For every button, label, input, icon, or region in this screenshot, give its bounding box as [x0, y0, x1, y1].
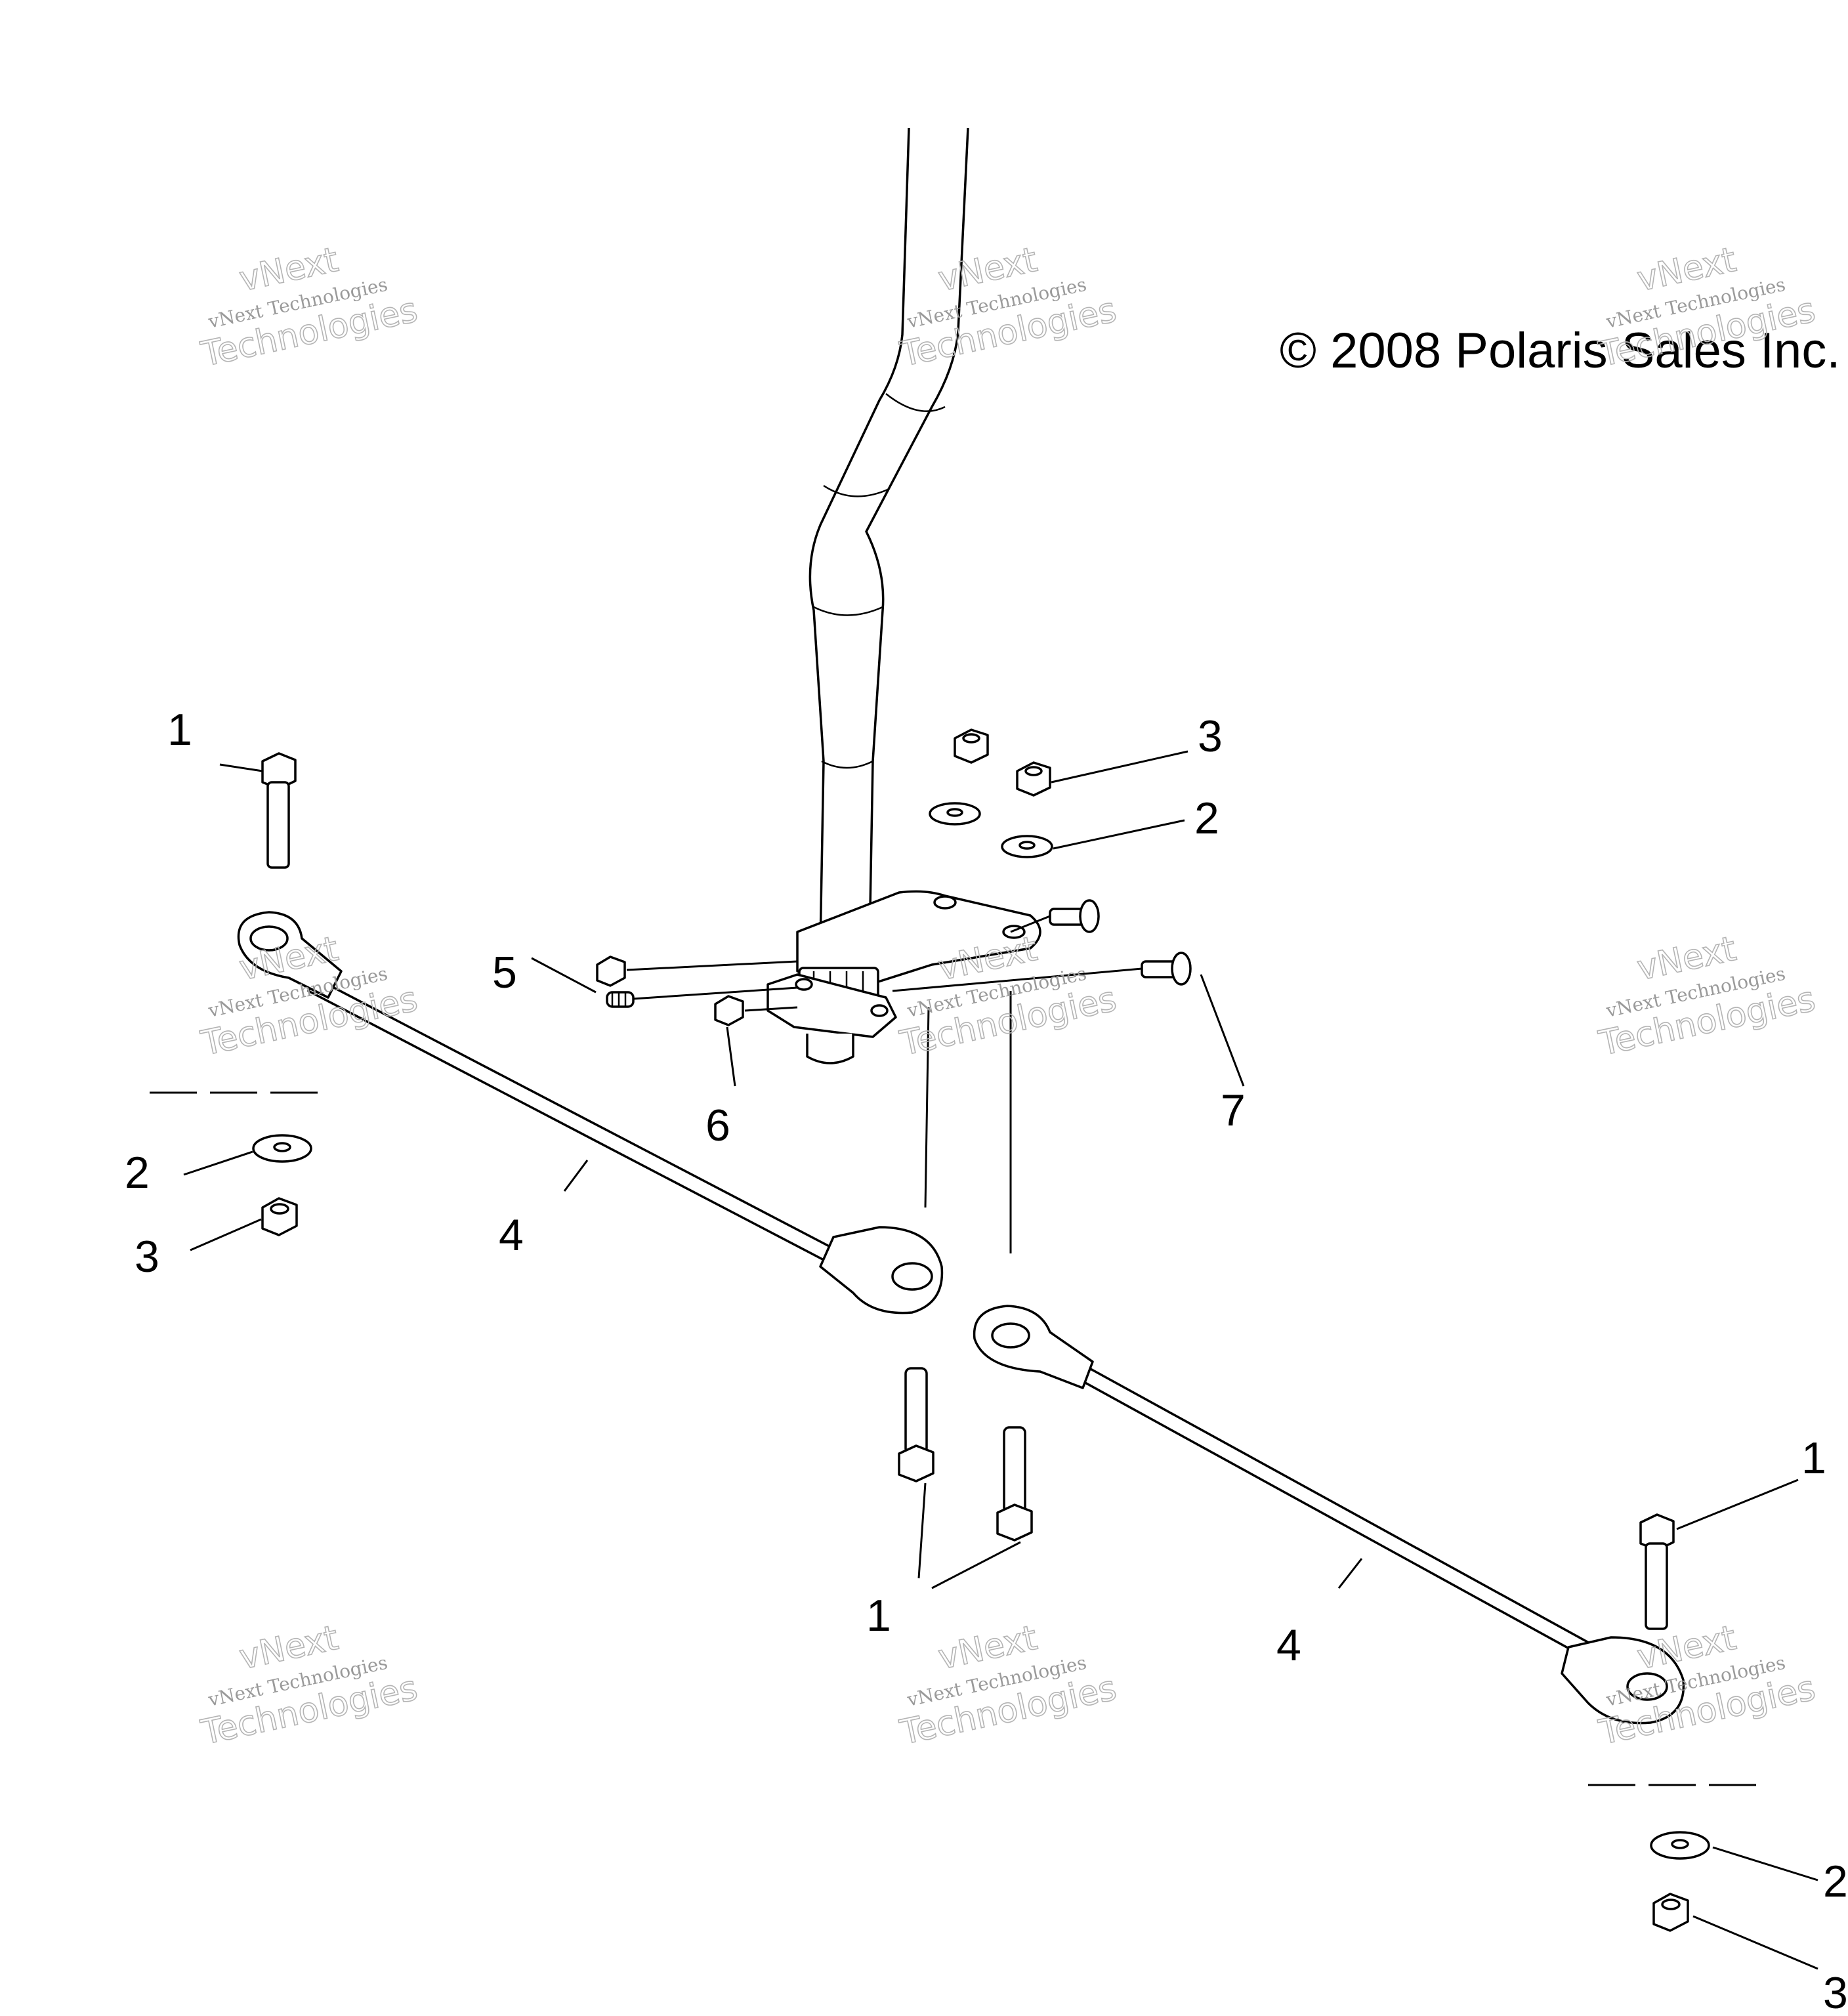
callout-2-right: 2	[1823, 1857, 1848, 1906]
washer-right	[1650, 1831, 1710, 1860]
callout-2-top: 2	[1194, 793, 1219, 843]
nut-left-bracket	[596, 956, 626, 987]
callout-3-top: 3	[1198, 711, 1223, 761]
nut-top-right	[1016, 761, 1051, 797]
nut-top-left	[954, 728, 989, 764]
washer-top-left	[929, 802, 981, 826]
watermark-7: vNext vNext Technologies Technologies	[197, 1618, 421, 1754]
washer-top-right	[1001, 835, 1053, 858]
bolt-short-upper	[1049, 899, 1100, 933]
bolt-center-a	[898, 1367, 934, 1482]
watermark-8: vNext vNext Technologies Technologies	[896, 1618, 1120, 1754]
watermark-1: vNext vNext Technologies Technologies	[197, 240, 421, 375]
callout-6: 6	[705, 1101, 730, 1150]
watermark-4: vNext vNext Technologies Technologies	[197, 929, 421, 1064]
tie-rod-right	[973, 1305, 1685, 1725]
callout-1-upper-left: 1	[167, 705, 192, 755]
bolt-center-b	[996, 1426, 1033, 1542]
nut-six	[714, 995, 744, 1026]
callout-1-right: 1	[1801, 1433, 1826, 1483]
steering-bracket	[766, 890, 1041, 1064]
bolt-right	[1639, 1513, 1675, 1630]
callout-3-left: 3	[135, 1232, 159, 1282]
callout-4-right: 4	[1276, 1620, 1301, 1670]
bolt-upper-left	[261, 752, 297, 869]
callout-1-center: 1	[866, 1591, 891, 1641]
set-screw	[606, 991, 635, 1008]
callout-5: 5	[492, 948, 517, 998]
washer-left	[252, 1134, 312, 1163]
callout-2-left: 2	[125, 1148, 150, 1198]
nut-left	[261, 1197, 298, 1236]
bolt-short-lower	[1141, 952, 1192, 986]
callout-4-left: 4	[499, 1210, 524, 1260]
callout-3-right: 3	[1823, 1968, 1848, 2016]
tie-rod-left	[237, 911, 944, 1314]
copyright-text: © 2008 Polaris Sales Inc.	[1280, 323, 1840, 379]
nut-right	[1652, 1893, 1689, 1932]
watermark-6: vNext vNext Technologies Technologies	[1595, 929, 1819, 1064]
callout-7: 7	[1221, 1085, 1246, 1135]
